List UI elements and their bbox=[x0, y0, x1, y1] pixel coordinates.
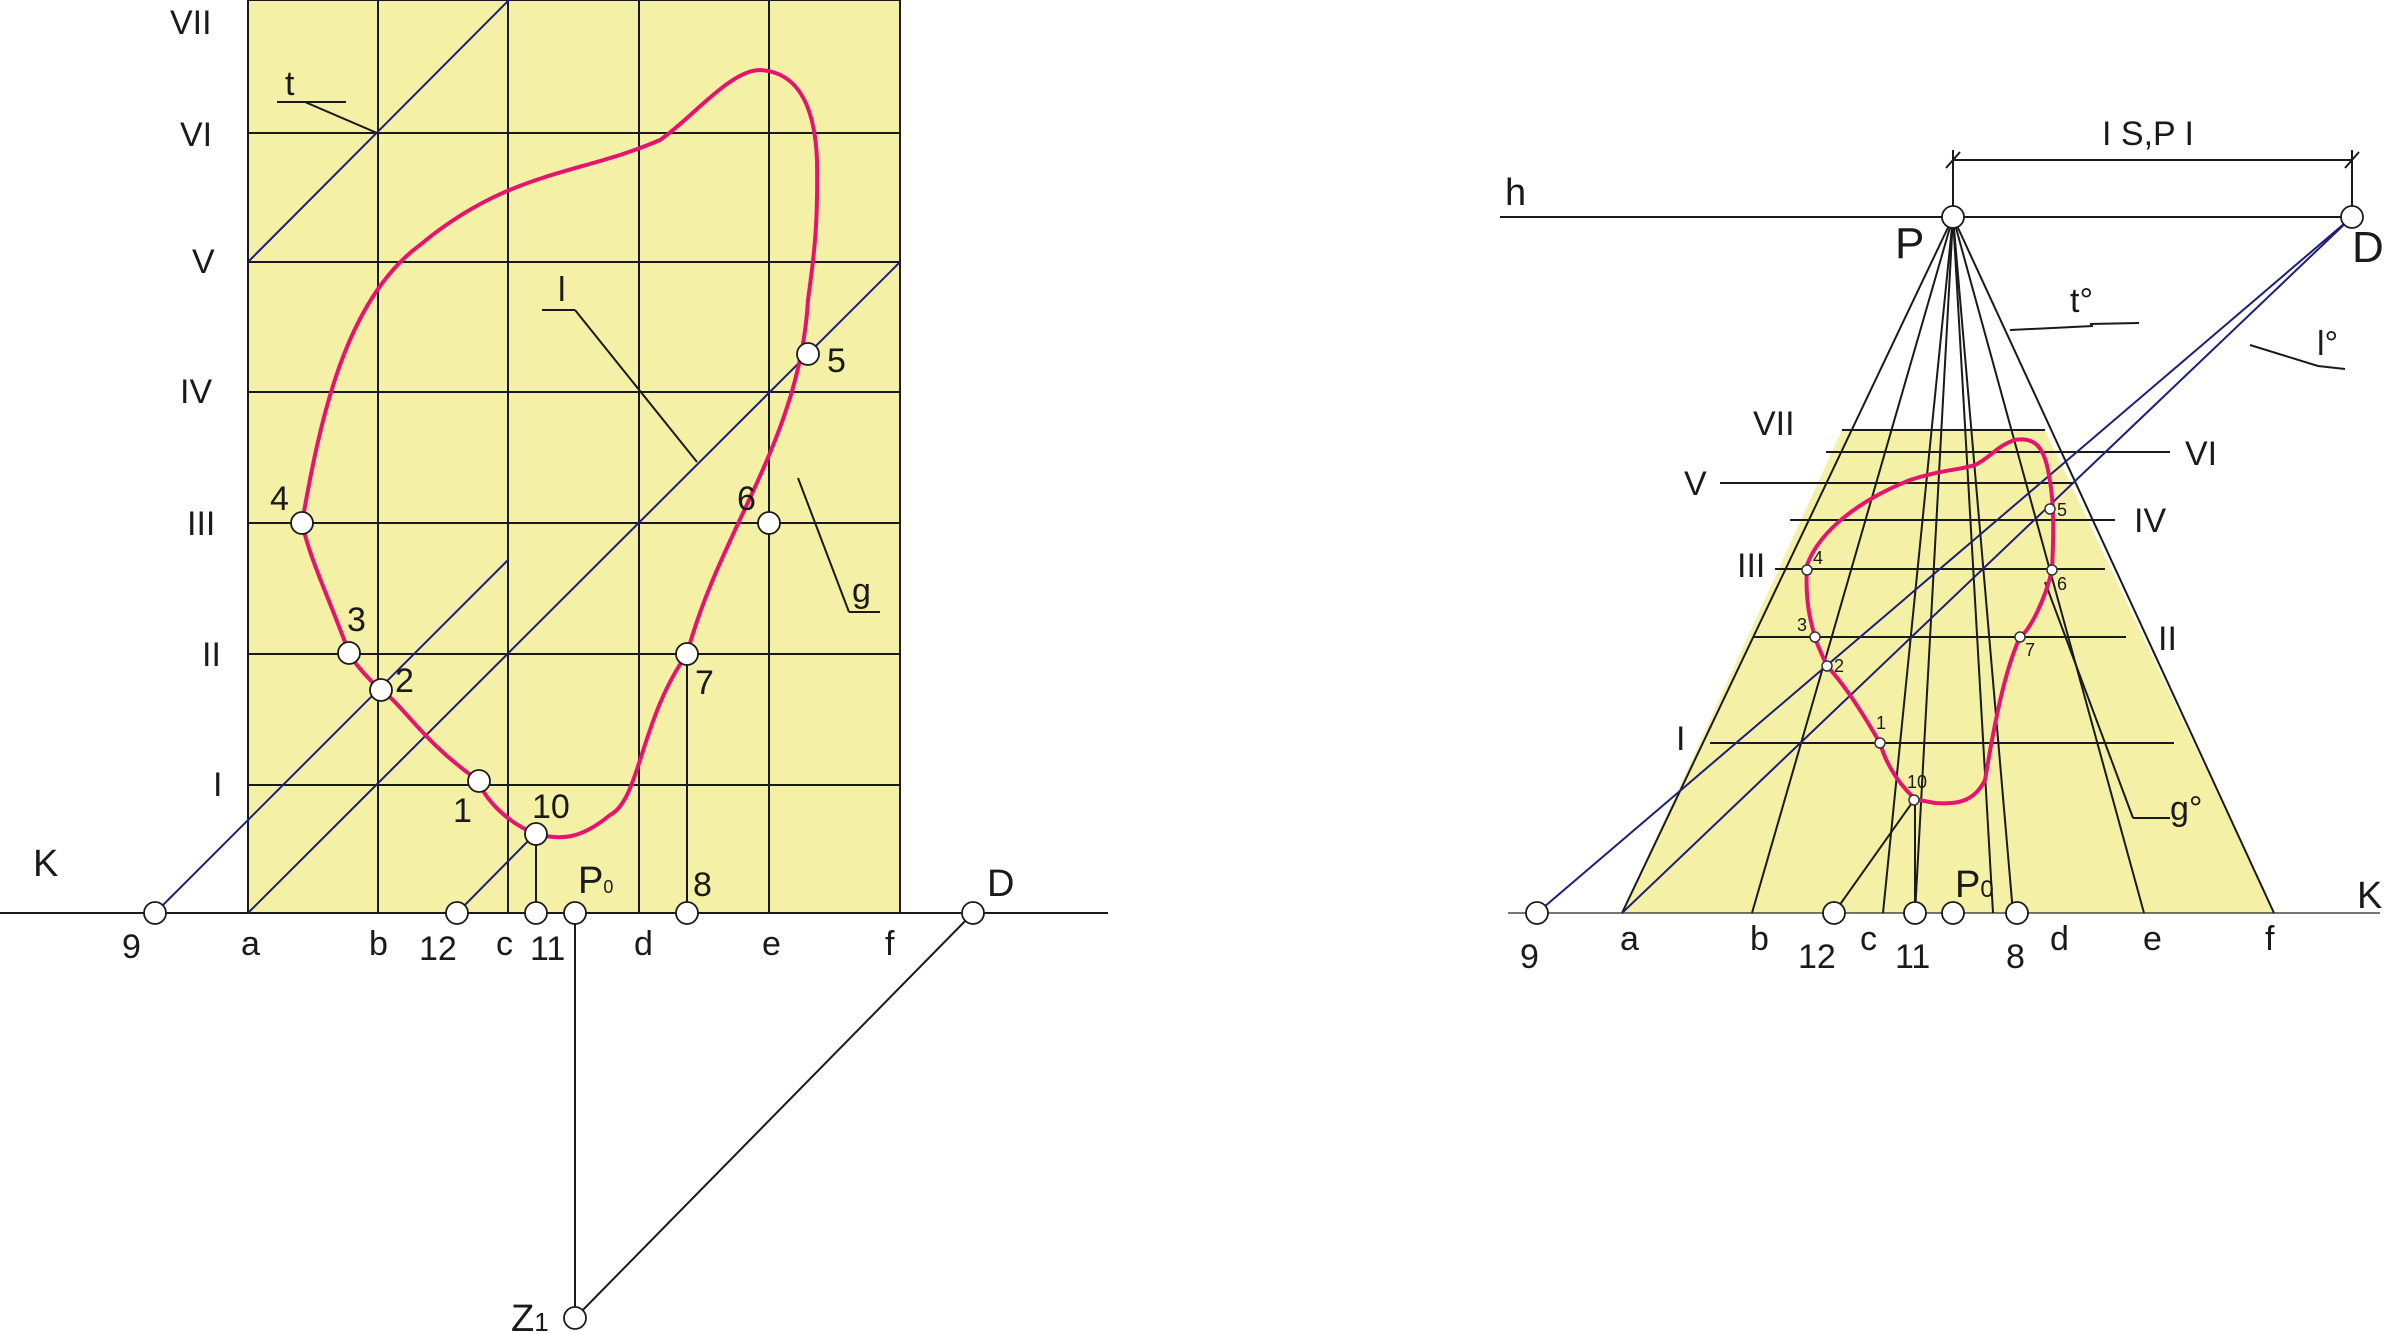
perspective-points bbox=[1525, 205, 2364, 925]
perspective-diagonal-label-t: t° bbox=[2070, 282, 2093, 320]
distance-point-label-d: D bbox=[2352, 223, 2384, 272]
svg-text:c: c bbox=[496, 925, 513, 963]
svg-text:a: a bbox=[1620, 920, 1639, 958]
svg-text:12: 12 bbox=[1798, 938, 1836, 976]
svg-text:IV: IV bbox=[180, 373, 212, 411]
distance-dimension-label: I S,P I bbox=[2102, 115, 2194, 153]
svg-text:a: a bbox=[241, 925, 260, 963]
svg-text:7: 7 bbox=[695, 664, 714, 702]
svg-text:8: 8 bbox=[693, 866, 712, 904]
svg-text:III: III bbox=[1737, 547, 1765, 585]
svg-text:10: 10 bbox=[532, 788, 570, 826]
svg-text:I: I bbox=[213, 766, 222, 804]
svg-text:II: II bbox=[202, 636, 221, 674]
perspective-principal-foot-label: P0 bbox=[1955, 864, 1994, 906]
svg-text:10: 10 bbox=[1907, 772, 1927, 792]
svg-text:4: 4 bbox=[270, 480, 289, 518]
svg-text:b: b bbox=[369, 925, 388, 963]
svg-text:IV: IV bbox=[2134, 502, 2166, 540]
plan-projection-lines bbox=[277, 101, 974, 1319]
svg-text:12: 12 bbox=[419, 930, 457, 968]
svg-text:9: 9 bbox=[1520, 938, 1539, 976]
plan-column-labels: a b c d e f bbox=[241, 925, 895, 963]
svg-text:e: e bbox=[2143, 920, 2162, 958]
svg-text:3: 3 bbox=[1797, 615, 1807, 635]
distance-dimension bbox=[1945, 150, 2360, 217]
perspective-column-labels: a b c d e f bbox=[1620, 920, 2275, 958]
perspective-diagonal-label-l: l° bbox=[2317, 325, 2338, 363]
svg-text:8: 8 bbox=[2006, 938, 2025, 976]
plan-outline-curve-g bbox=[299, 67, 820, 840]
plan-distance-point-label: D bbox=[987, 863, 1014, 905]
svg-text:d: d bbox=[634, 925, 653, 963]
plan-diagonal-label-t: t bbox=[285, 65, 295, 103]
perspective-orthogonals bbox=[1621, 216, 2275, 914]
plan-curve-label-g: g bbox=[852, 572, 871, 610]
svg-text:V: V bbox=[1684, 465, 1707, 503]
plan-principal-foot-label: P0 bbox=[578, 860, 613, 902]
svg-text:7: 7 bbox=[2025, 640, 2035, 660]
perspective-grid-background bbox=[1622, 430, 2274, 913]
svg-text:3: 3 bbox=[347, 601, 366, 639]
svg-text:VI: VI bbox=[2185, 435, 2217, 473]
perspective-view: h P D I S,P I VII V III I VI IV II a b c… bbox=[1500, 115, 2384, 976]
plan-base-line-label: K bbox=[33, 843, 58, 885]
svg-text:f: f bbox=[885, 925, 895, 963]
svg-text:VII: VII bbox=[170, 4, 212, 42]
perspective-diagonals bbox=[1536, 216, 2353, 914]
svg-text:VI: VI bbox=[180, 116, 212, 154]
svg-text:5: 5 bbox=[2057, 500, 2067, 520]
perspective-baseline-point-labels: 9 12 11 8 bbox=[1520, 938, 2025, 976]
svg-text:4: 4 bbox=[1813, 548, 1823, 568]
plan-station-label: Z1 bbox=[511, 1298, 549, 1334]
plan-row-labels: VII VI V IV III II I bbox=[170, 4, 222, 804]
plan-point-labels: 1 2 3 4 5 6 7 10 bbox=[270, 342, 846, 830]
plan-grid-background bbox=[247, 0, 901, 914]
perspective-base-line-label: K bbox=[2357, 875, 2382, 917]
svg-text:5: 5 bbox=[827, 342, 846, 380]
plan-view: VII VI V IV III II I a b c d e f 9 12 11… bbox=[0, 0, 1108, 1334]
plan-baseline-point-labels: 9 12 11 8 bbox=[122, 866, 712, 968]
plan-diagonal-label-l: l bbox=[558, 271, 566, 309]
perspective-row-labels: VII V III I VI IV II bbox=[1676, 405, 2217, 758]
plan-diagonals bbox=[154, 0, 901, 914]
perspective-curve-label-g: g° bbox=[2170, 790, 2203, 828]
svg-text:VII: VII bbox=[1753, 405, 1795, 443]
svg-text:b: b bbox=[1750, 920, 1769, 958]
svg-text:6: 6 bbox=[737, 480, 756, 518]
svg-text:II: II bbox=[2158, 620, 2177, 658]
svg-text:2: 2 bbox=[1834, 656, 1844, 676]
svg-text:9: 9 bbox=[122, 928, 141, 966]
svg-text:f: f bbox=[2265, 920, 2275, 958]
perspective-leader-lines bbox=[1833, 322, 2346, 914]
svg-text:2: 2 bbox=[395, 662, 414, 700]
svg-text:III: III bbox=[187, 505, 215, 543]
svg-text:e: e bbox=[762, 925, 781, 963]
svg-text:V: V bbox=[192, 243, 215, 281]
svg-text:11: 11 bbox=[1895, 938, 1930, 976]
principal-point-label-p: P bbox=[1895, 219, 1924, 268]
plan-points bbox=[143, 342, 985, 1330]
svg-text:6: 6 bbox=[2057, 574, 2067, 594]
svg-text:d: d bbox=[2050, 920, 2069, 958]
svg-text:1: 1 bbox=[453, 792, 472, 830]
perspective-point-labels: 1 2 3 4 5 6 7 10 bbox=[1797, 500, 2067, 792]
svg-text:11: 11 bbox=[530, 930, 565, 968]
svg-text:1: 1 bbox=[1876, 713, 1886, 733]
perspective-outline-curve-g bbox=[1804, 437, 2056, 806]
svg-text:I: I bbox=[1676, 720, 1685, 758]
horizon-label-h: h bbox=[1505, 172, 1526, 214]
svg-text:c: c bbox=[1860, 920, 1877, 958]
